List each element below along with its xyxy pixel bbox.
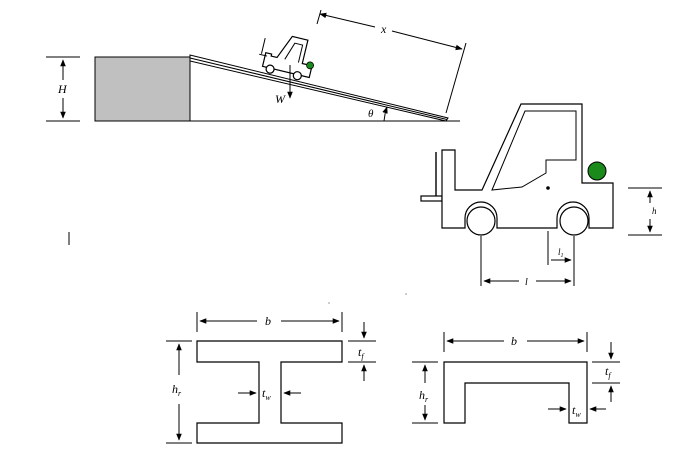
weight-W-vector: W (275, 65, 293, 106)
stray-dot (328, 302, 330, 304)
label-hr-ibeam: hr (172, 382, 182, 398)
height-h-dimension: h (628, 187, 662, 236)
label-h: h (652, 206, 657, 216)
stray-dot-2 (405, 293, 407, 295)
driver-head (306, 61, 314, 70)
length-l-dimension: l (480, 236, 572, 288)
label-b-ibeam: b (265, 314, 271, 328)
channel-height-hr: hr (412, 361, 438, 424)
channel-web-tw: tw (548, 403, 606, 419)
center-of-gravity (546, 186, 550, 190)
ramp-length-x-dimension: x (316, 9, 467, 114)
i-beam-section: b tf hr tw (166, 312, 376, 444)
length-l1-dimension: l1 (547, 231, 575, 286)
large-forklift: h l1 l (420, 103, 662, 288)
channel-width-b: b (443, 332, 588, 352)
label-tf-channel: tf (605, 364, 612, 380)
loading-dock-block (94, 56, 191, 122)
label-theta: θ (368, 108, 374, 120)
i-beam-web-tw: tw (238, 386, 301, 402)
label-tw-ibeam: tw (262, 386, 271, 402)
label-H: H (57, 82, 68, 96)
label-hr-channel: hr (419, 388, 429, 404)
i-beam-width-b: b (196, 312, 343, 332)
label-l1: l1 (558, 247, 564, 259)
label-tf-ibeam: tf (358, 345, 365, 361)
label-W: W (275, 92, 286, 106)
height-H-dimension: H (46, 56, 80, 122)
channel-section: b tf hr tw (412, 332, 620, 424)
channel-flange-tf: tf (592, 342, 620, 402)
label-x: x (380, 22, 387, 36)
driver-head-large (587, 161, 607, 181)
label-l: l (525, 277, 528, 288)
label-tw-channel: tw (572, 403, 581, 419)
i-beam-height-hr: hr (166, 340, 192, 444)
label-b-channel: b (511, 334, 517, 348)
ramp-scene: H x θ W (46, 9, 467, 122)
angle-theta: θ (368, 106, 388, 122)
ramp (189, 54, 449, 122)
small-forklift (259, 35, 314, 81)
i-beam-flange-tf: tf (348, 322, 376, 381)
